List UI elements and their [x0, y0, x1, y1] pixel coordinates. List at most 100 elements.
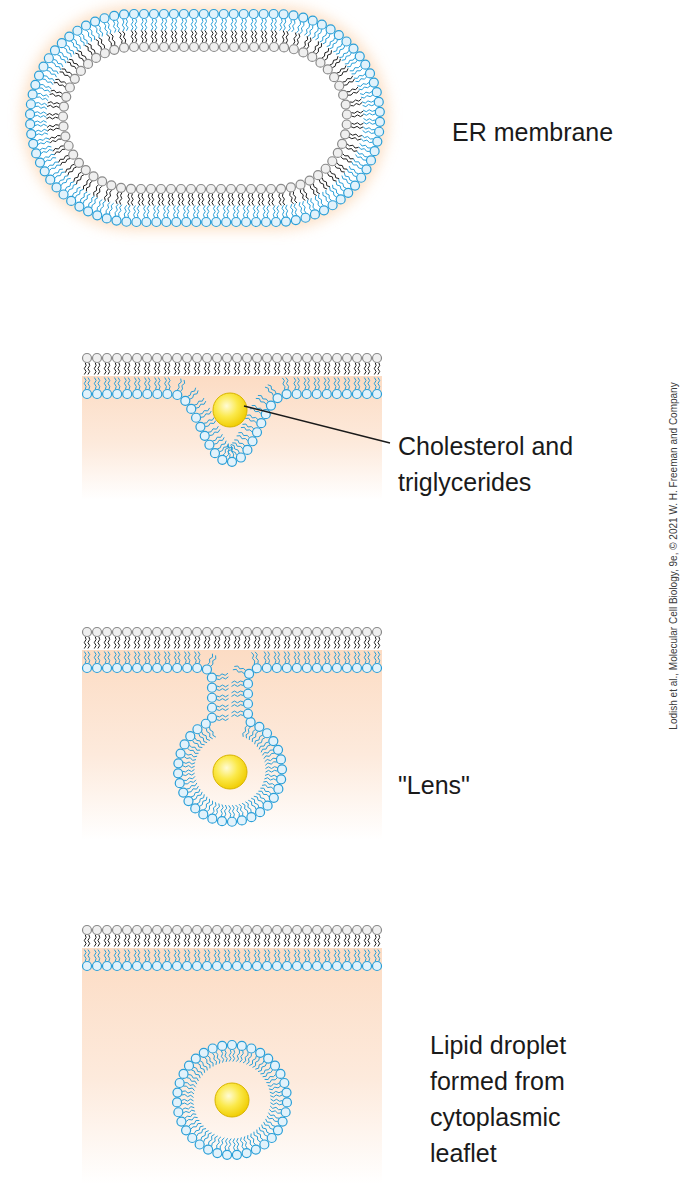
lipid-head [52, 183, 61, 192]
lipid-head [26, 110, 35, 119]
lipid-tail [326, 190, 332, 201]
lipid-tail [328, 173, 337, 181]
lipid-tail [168, 378, 170, 390]
lipid-tail [342, 176, 351, 184]
lipid-tail [119, 32, 122, 44]
lipid-tail [198, 652, 200, 664]
lipid-tail [304, 637, 306, 649]
lipid-head [266, 401, 275, 410]
lipid-head [213, 1149, 222, 1158]
lipid-head [343, 926, 352, 935]
lipid-tail [253, 1058, 260, 1068]
lipid-head [203, 926, 212, 935]
lipid-tail [374, 935, 376, 947]
lipid-tail [311, 198, 315, 209]
lipid-head [233, 628, 242, 637]
lipid-tail [194, 206, 196, 218]
lipid-head [192, 413, 201, 422]
lipid-tail [258, 791, 269, 797]
lipid-head [334, 31, 343, 40]
lipid-head [62, 92, 71, 101]
lipid-tail [248, 935, 250, 947]
lipid-head [205, 440, 214, 449]
lipid-head [269, 10, 278, 19]
lipid-tail [238, 637, 240, 649]
lipid-head [263, 729, 272, 738]
lipid-head [153, 390, 162, 399]
lipid-tail [255, 19, 257, 31]
lipid-head [262, 664, 271, 673]
lipid-tail [318, 950, 320, 962]
lipid-tail [178, 935, 180, 947]
lipid-head [182, 218, 191, 227]
lipid-tail [205, 1058, 210, 1069]
lipid-tails [84, 935, 379, 947]
lipid-tail [271, 1099, 283, 1101]
lipid-tail [185, 753, 197, 757]
lipid-head [103, 926, 112, 935]
lipid-tail [265, 762, 277, 766]
lipid-tail [188, 194, 190, 206]
lipid-head [188, 1134, 197, 1143]
lipid-tail [193, 740, 203, 747]
lipid-head [219, 10, 228, 19]
lipid-tails [84, 378, 379, 458]
lipid-tail [303, 36, 307, 47]
lipid-tail [350, 99, 362, 102]
lipid-head [342, 110, 351, 119]
lipid-head [273, 354, 282, 363]
lipid-tail [261, 31, 263, 43]
lipid-tail [351, 123, 363, 125]
lipid-head [263, 628, 272, 637]
lipid-head [191, 1054, 200, 1063]
lipid-head [152, 218, 161, 227]
lipid-tail [128, 193, 130, 205]
lipid-head [243, 354, 252, 363]
lipid-head [242, 218, 251, 227]
lipid-head [210, 449, 219, 458]
lipid-tail [244, 363, 246, 375]
lipid-tail [286, 31, 288, 43]
lipid-head [363, 962, 372, 971]
lipid-tail [144, 363, 146, 375]
lipid-head [26, 120, 35, 129]
lipid-head [123, 962, 132, 971]
lipid-head [113, 664, 122, 673]
lipid-tail [227, 206, 229, 218]
lipid-tail [248, 637, 250, 649]
lipid-head [26, 100, 35, 109]
lipid-head [92, 53, 101, 62]
lipid-tail [92, 198, 98, 208]
lipid-head [203, 628, 212, 637]
lipid-tail [318, 935, 320, 947]
lipid-tail [220, 444, 229, 452]
lipid-tail [318, 637, 320, 649]
lipid-head [156, 185, 165, 194]
lipid-tail [181, 19, 183, 31]
lipid-head [159, 10, 168, 19]
lipid-head [273, 962, 282, 971]
lipid-tail [217, 689, 229, 691]
lipid-tail [217, 715, 229, 717]
lipid-head [218, 817, 227, 826]
lipid-tail [363, 104, 375, 106]
lipid-tail [191, 19, 193, 31]
lipid-tail [334, 652, 336, 664]
lipid-tail [165, 378, 167, 390]
lipid-head [282, 1088, 291, 1097]
lipid-head [207, 673, 216, 682]
lipid-tail [264, 778, 276, 781]
lipid-tail [47, 114, 59, 116]
lipid-heads [26, 10, 385, 227]
lipid-tail [214, 935, 216, 947]
lipid-tail [148, 652, 150, 664]
lipid-tail [251, 31, 253, 43]
lipid-head [195, 1140, 204, 1149]
lipid-head [299, 48, 308, 57]
lipid-tail [213, 1053, 217, 1065]
lipid-tail [333, 44, 342, 52]
lipid-head [102, 214, 111, 223]
lipid-head [343, 962, 352, 971]
lipid-tail [228, 935, 230, 947]
